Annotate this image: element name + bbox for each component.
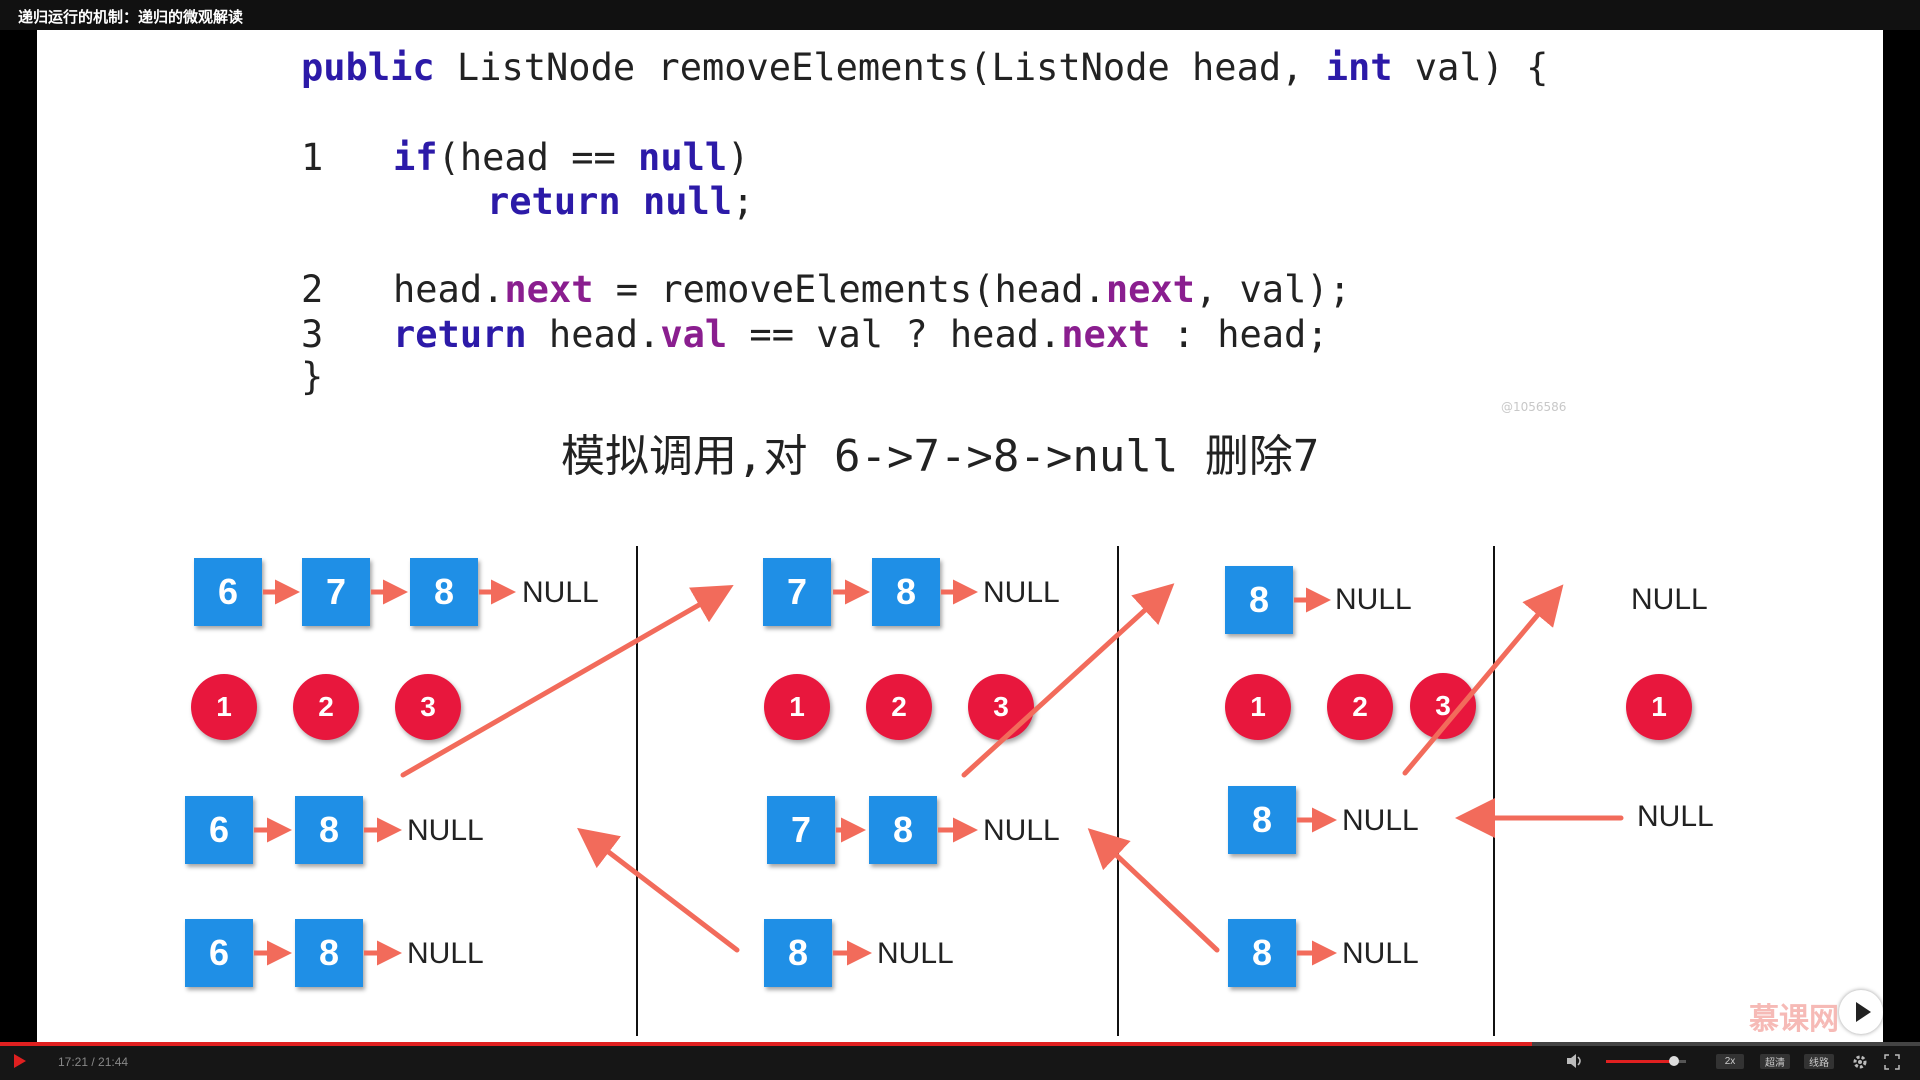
brand-logo: 慕课网	[1749, 1002, 1839, 1037]
play-overlay-button[interactable]	[1839, 990, 1883, 1034]
step-circle: 3	[395, 674, 461, 740]
divider-2	[1117, 546, 1119, 1036]
list-node: 8	[410, 558, 478, 626]
divider-3	[1493, 546, 1495, 1036]
call-arrow	[961, 583, 1175, 778]
call-arrow	[1087, 828, 1220, 953]
fullscreen-button[interactable]	[1884, 1054, 1900, 1074]
list-node: 6	[185, 796, 253, 864]
list-node: 8	[869, 796, 937, 864]
null-label: NULL	[1335, 583, 1412, 616]
time-display: 17:21 / 21:44	[58, 1055, 129, 1069]
video-title: 递归运行的机制：递归的微观解读	[18, 8, 244, 26]
play-icon	[14, 1054, 26, 1068]
slide-caption: 模拟调用,对 6->7->8->null 删除7	[561, 431, 1320, 482]
list-node: 6	[185, 919, 253, 987]
null-label: NULL	[1342, 804, 1419, 837]
step-circle: 1	[764, 674, 830, 740]
list-node: 7	[767, 796, 835, 864]
code-closing-brace: }	[301, 355, 324, 398]
null-label: NULL	[1637, 800, 1714, 833]
video-frame[interactable]: public ListNode removeElements(ListNode …	[37, 30, 1883, 1042]
code-line-1-body: if(head == null)	[393, 136, 750, 179]
code-line-1b-body: return null;	[487, 180, 755, 223]
quality-button[interactable]: 超清	[1760, 1054, 1790, 1069]
list-node: 8	[1225, 566, 1293, 634]
null-label: NULL	[1631, 583, 1708, 616]
volume-fill	[1606, 1060, 1674, 1063]
diagram-arrows	[254, 579, 1624, 966]
divider-1	[636, 546, 638, 1036]
list-node: 8	[295, 796, 363, 864]
step-circle: 2	[293, 674, 359, 740]
list-node: 8	[1228, 786, 1296, 854]
list-node: 7	[763, 558, 831, 626]
code-line-3-body: return head.val == val ? head.next : hea…	[393, 313, 1329, 356]
volume-slider[interactable]	[1606, 1056, 1686, 1066]
step-circle: 2	[1327, 674, 1393, 740]
call-arrow	[577, 827, 740, 953]
list-node: 7	[302, 558, 370, 626]
null-label: NULL	[983, 576, 1060, 609]
fullscreen-icon	[1884, 1054, 1900, 1070]
play-icon	[1856, 1002, 1871, 1022]
line-button[interactable]: 线路	[1804, 1054, 1834, 1069]
step-circle: 3	[968, 674, 1034, 740]
list-node: 8	[764, 919, 832, 987]
progress-fill	[0, 1042, 1533, 1046]
list-node: 6	[194, 558, 262, 626]
volume-button[interactable]	[1566, 1053, 1584, 1073]
null-label: NULL	[877, 937, 954, 970]
null-label: NULL	[1342, 937, 1419, 970]
step-circle: 1	[191, 674, 257, 740]
list-node: 8	[1228, 919, 1296, 987]
title-bar: 递归运行的机制：递归的微观解读	[0, 0, 1920, 30]
player-controls: 17:21 / 21:44 2x 超清 线路	[0, 1042, 1920, 1080]
code-line-3: 3	[301, 313, 324, 356]
null-label: NULL	[522, 576, 599, 609]
code-line-2-body: head.next = removeElements(head.next, va…	[393, 268, 1351, 311]
call-arrow	[1402, 584, 1564, 776]
speaker-icon	[1567, 1054, 1581, 1068]
null-label: NULL	[407, 814, 484, 847]
list-node: 8	[295, 919, 363, 987]
watermark: @1056586	[1501, 400, 1567, 414]
speed-button[interactable]: 2x	[1716, 1054, 1744, 1069]
volume-knob[interactable]	[1669, 1056, 1679, 1066]
call-arrow	[400, 585, 734, 778]
settings-button[interactable]	[1852, 1054, 1868, 1074]
gear-icon	[1853, 1055, 1867, 1069]
progress-bar[interactable]	[0, 1042, 1920, 1046]
code-line-2: 2	[301, 268, 324, 311]
null-label: NULL	[407, 937, 484, 970]
code-signature: public ListNode removeElements(ListNode …	[301, 46, 1549, 89]
step-circle: 1	[1225, 674, 1291, 740]
step-circle: 1	[1626, 674, 1692, 740]
play-button[interactable]	[12, 1053, 28, 1073]
step-circle: 2	[866, 674, 932, 740]
code-line-1: 1	[301, 136, 324, 179]
list-node: 8	[872, 558, 940, 626]
null-label: NULL	[983, 814, 1060, 847]
